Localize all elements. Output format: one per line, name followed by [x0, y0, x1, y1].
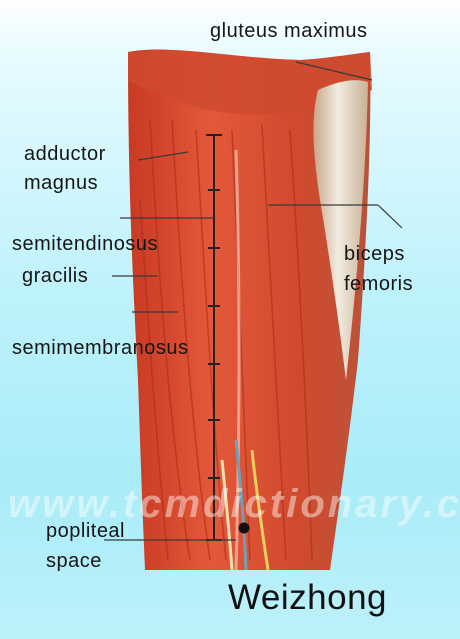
label-adductor-magnus-line2: magnus: [24, 172, 98, 194]
label-gracilis: gracilis: [22, 265, 88, 287]
label-gluteus-maximus: gluteus maximus: [210, 20, 368, 42]
label-biceps-femoris-line2: femoris: [344, 273, 413, 295]
label-popliteal-space-line2: space: [46, 550, 102, 572]
label-semimembranosus: semimembranosus: [12, 337, 188, 359]
label-adductor-magnus-line1: adductor: [24, 143, 106, 165]
label-biceps-femoris-line1: biceps: [344, 243, 405, 265]
label-semitendinosus: semitendinosus: [12, 233, 158, 255]
label-popliteal-space-line1: popliteal: [46, 520, 125, 542]
acupoint-title: Weizhong: [228, 578, 387, 618]
